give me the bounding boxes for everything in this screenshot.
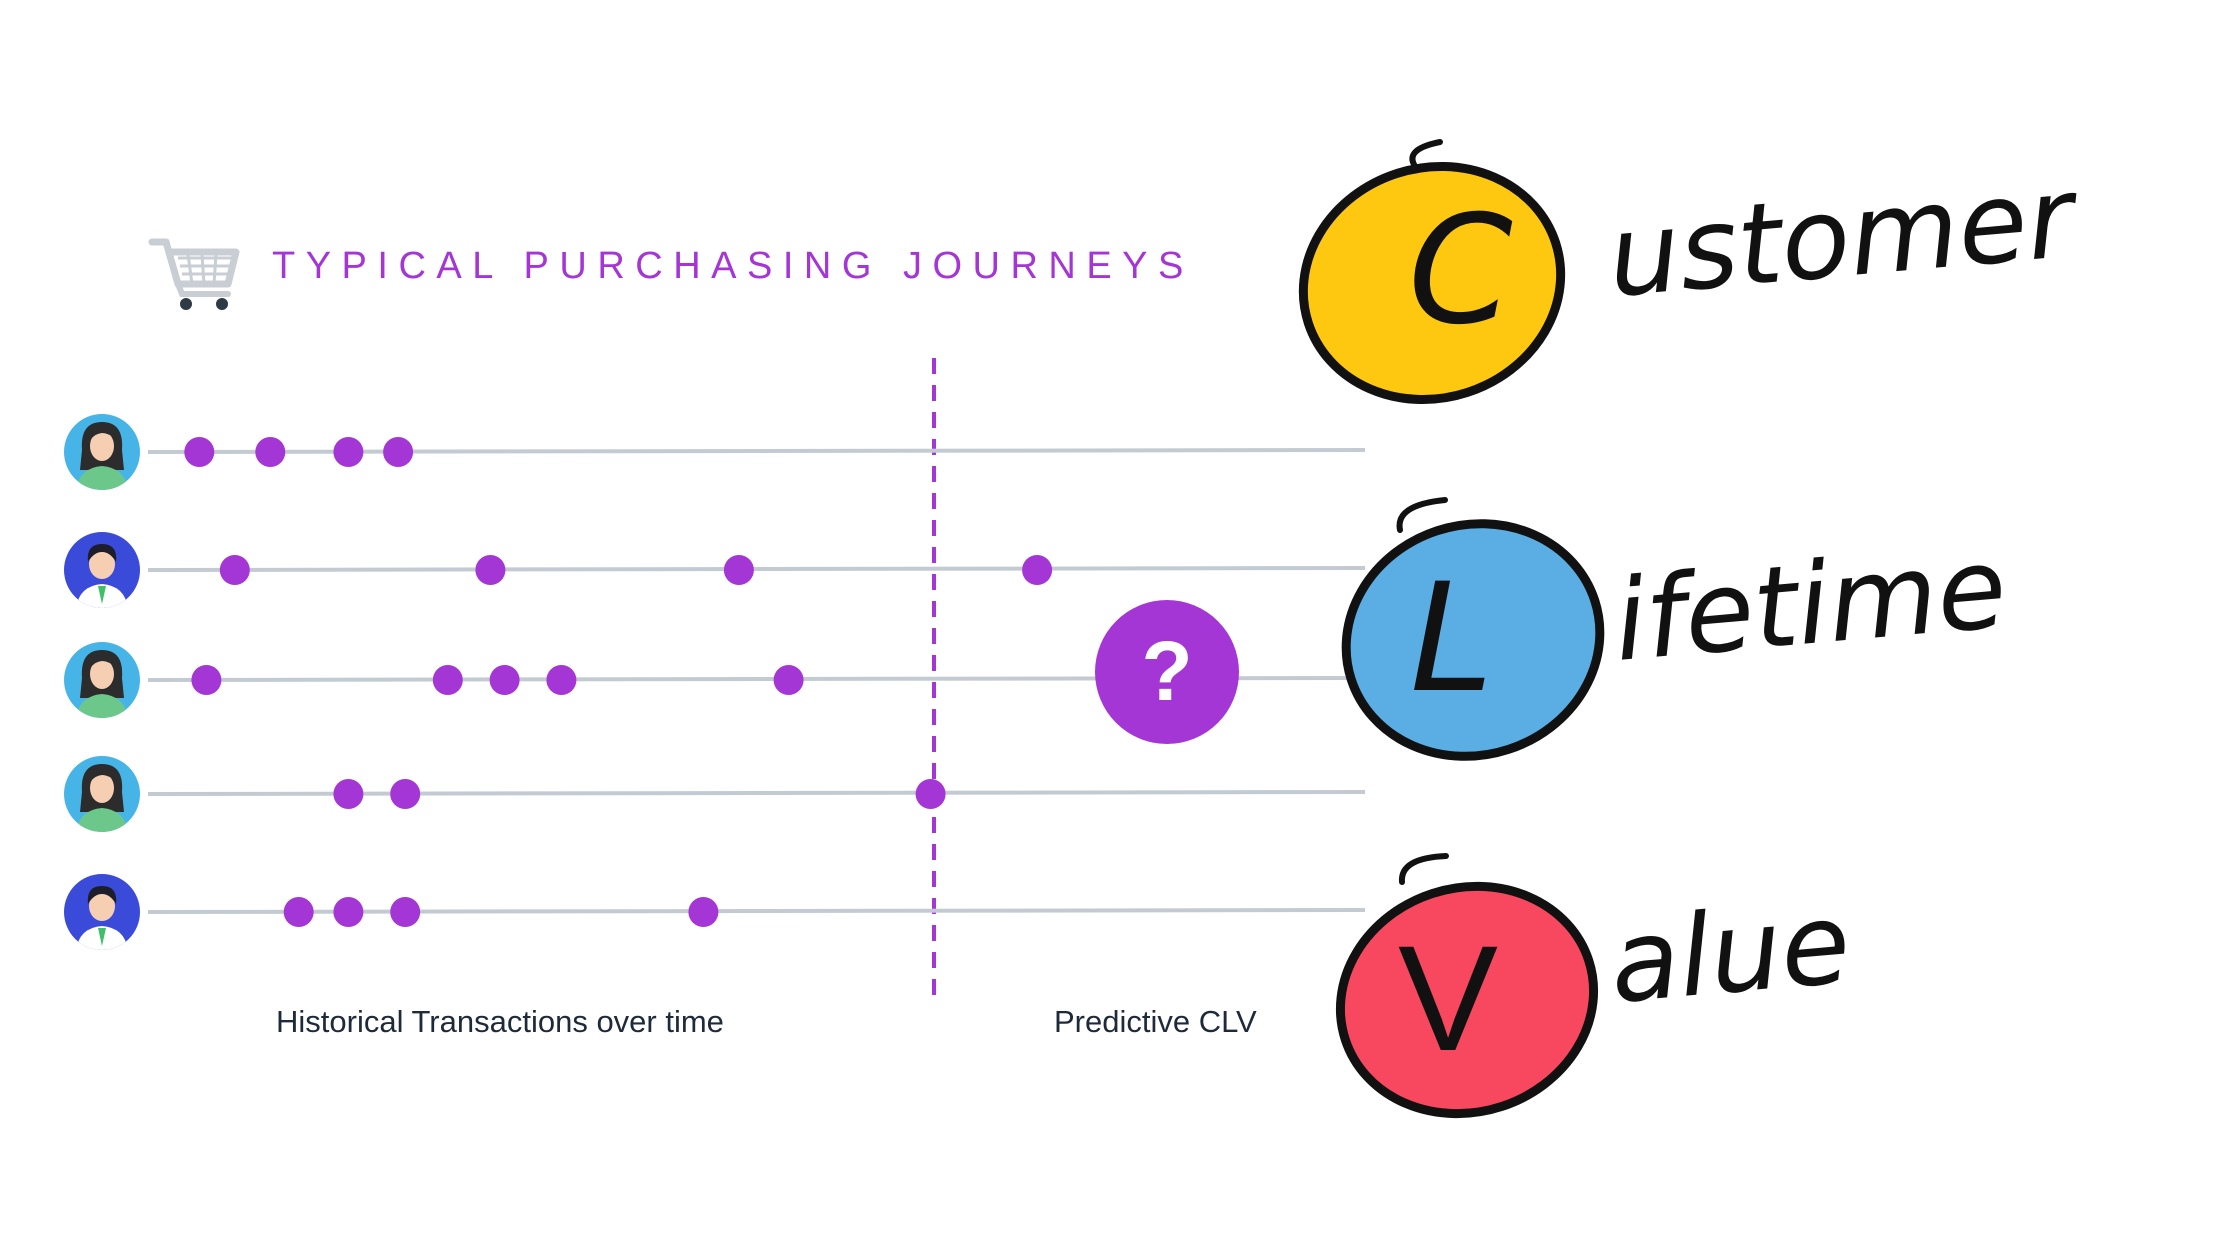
female-customer-icon <box>64 414 140 490</box>
purchase-dot <box>915 779 946 809</box>
purchase-dot <box>390 897 421 927</box>
purchase-dot <box>283 897 314 927</box>
acronym-value: V alue <box>1335 853 1855 1119</box>
purchase-dot <box>489 665 520 695</box>
purchase-dot <box>383 437 414 467</box>
l-letter: L <box>1410 552 1494 726</box>
timeline-line <box>147 790 1366 796</box>
customer-row <box>64 756 1366 832</box>
purchase-dot <box>191 665 222 695</box>
purchase-dot <box>219 555 250 585</box>
purchase-dot <box>688 897 719 927</box>
timeline-line <box>147 908 1366 914</box>
customer-word-rest: ustomer <box>1603 152 2084 323</box>
c-letter: C <box>1408 184 1513 358</box>
acronym-lifetime: L ifetime <box>1341 497 2011 761</box>
purchase-dot <box>723 555 754 585</box>
purchase-dot <box>333 897 364 927</box>
prediction-circle <box>1095 600 1239 744</box>
purchase-dot <box>255 437 286 467</box>
purchase-dot <box>390 779 421 809</box>
value-word-rest: alue <box>1605 879 1855 1029</box>
prediction-badge: ? <box>1095 600 1239 744</box>
purchase-dot <box>546 665 577 695</box>
predictive-label: Predictive CLV <box>1054 1004 1257 1039</box>
historical-label: Historical Transactions over time <box>276 1004 724 1039</box>
purchase-dot <box>773 665 804 695</box>
purchase-dot <box>432 665 463 695</box>
female-customer-icon <box>64 756 140 832</box>
acronym-customer: C ustomer <box>1298 139 2084 405</box>
female-customer-icon <box>64 642 140 718</box>
purchase-dot <box>333 437 364 467</box>
male-customer-icon <box>64 874 140 950</box>
purchase-dot <box>475 555 506 585</box>
purchase-dot <box>1022 555 1053 585</box>
male-customer-icon <box>64 532 140 608</box>
v-circle <box>1335 881 1599 1119</box>
customer-row <box>64 414 1366 490</box>
c-circle <box>1298 161 1566 405</box>
purchase-dot <box>184 437 215 467</box>
lifetime-word-rest: ifetime <box>1609 523 2011 687</box>
customer-row <box>64 874 1366 950</box>
purchase-dot <box>333 779 364 809</box>
page-title: TYPICAL PURCHASING JOURNEYS <box>272 245 1194 287</box>
customer-row <box>64 532 1366 608</box>
l-circle <box>1341 519 1605 761</box>
v-letter: V <box>1398 914 1498 1082</box>
timeline-line <box>147 566 1366 572</box>
timeline-line <box>147 448 1366 454</box>
shopping-cart-icon <box>148 238 240 310</box>
question-mark-icon: ? <box>1141 624 1192 718</box>
